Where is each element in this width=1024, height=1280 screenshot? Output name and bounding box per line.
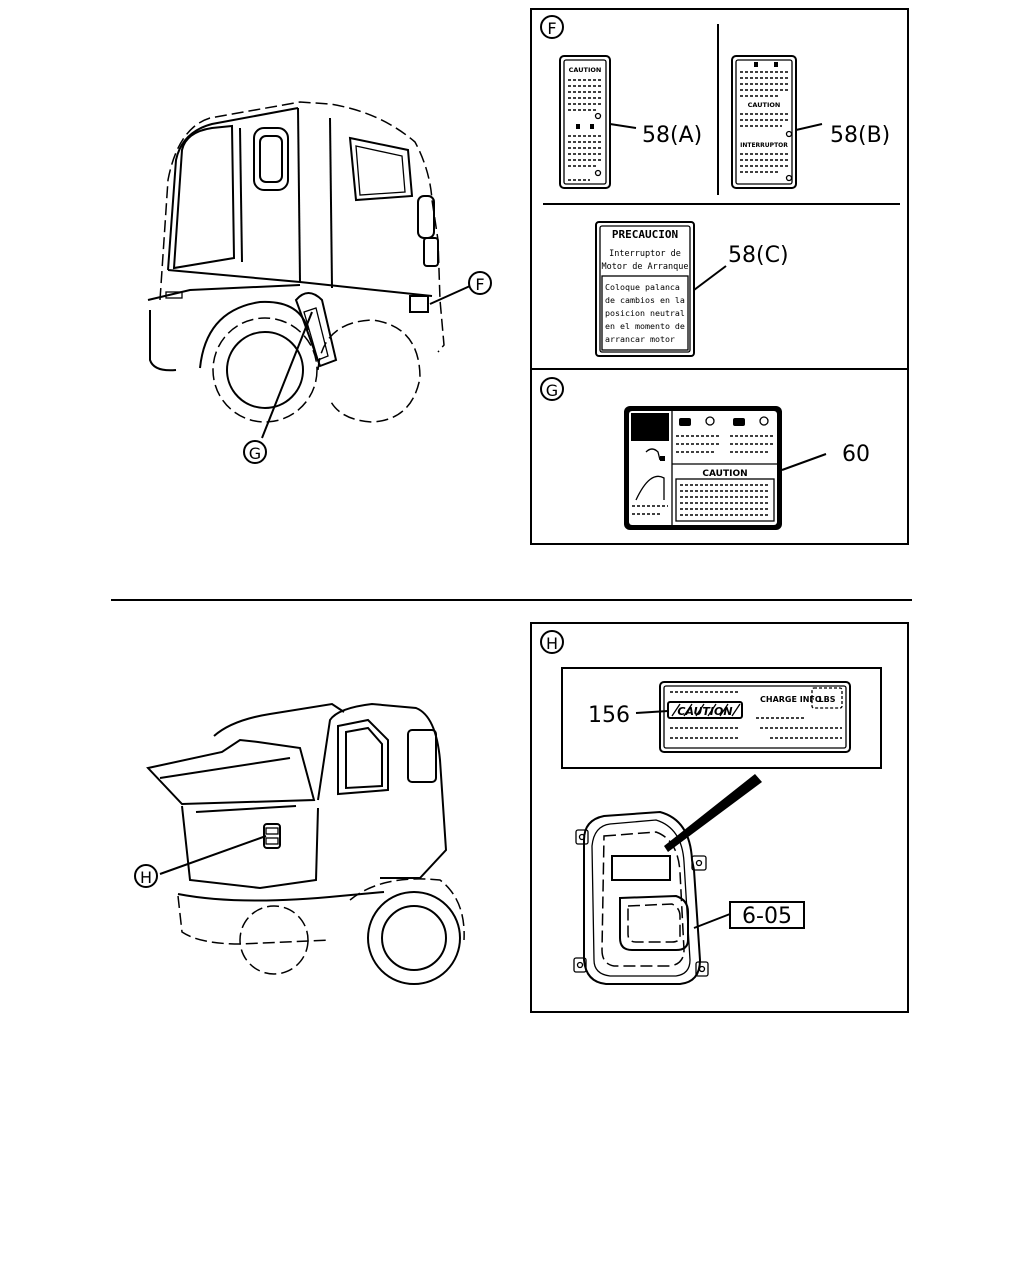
- callout-f-letter: F: [475, 275, 484, 294]
- label-58c: PRECAUCION Interruptor de Motor de Arran…: [595, 221, 695, 357]
- label-58b-heading-1: CAUTION: [748, 101, 781, 109]
- label-156-corner-text: LBS: [819, 695, 836, 704]
- panel-f-letter: F: [547, 19, 556, 38]
- panel-g-badge: G: [540, 377, 564, 401]
- label-60: CAUTION: [624, 406, 782, 530]
- panel-g-letter: G: [546, 381, 558, 400]
- panel-f-badge: F: [540, 15, 564, 39]
- label-58c-title: PRECAUCION: [612, 228, 678, 241]
- label-58c-body-line: de cambios en la: [605, 295, 685, 305]
- callout-g-letter: G: [249, 444, 261, 463]
- label-58a-heading: CAUTION: [569, 66, 602, 74]
- label-60-ref: 60: [842, 442, 870, 467]
- callout-h-letter: H: [140, 868, 152, 887]
- label-58c-body-line: Coloque palanca: [605, 282, 680, 292]
- detail-pointer: [664, 774, 762, 852]
- callout-h: H: [134, 864, 158, 888]
- label-156-heading: CAUTION: [677, 705, 732, 718]
- panel-h-letter: H: [546, 634, 558, 653]
- label-58a: CAUTION: [559, 55, 611, 189]
- panel-fg-frame: [530, 8, 909, 545]
- label-156-detail-box: [561, 667, 882, 769]
- label-58c-body-line: posicion neutral: [605, 308, 685, 318]
- part-ref-box: [729, 901, 805, 929]
- part-ref-6-05: 6-05: [742, 904, 792, 929]
- panel-h-badge: H: [540, 630, 564, 654]
- label-58a-ref: 58(A): [642, 123, 702, 148]
- label-58c-ref: 58(C): [728, 243, 789, 268]
- label-58c-subtitle-line: Motor de Arranque: [602, 262, 689, 272]
- label-58c-body-line: arrancar motor: [605, 334, 675, 344]
- label-58b-heading-2: INTERRUPTOR: [740, 142, 788, 149]
- panel-h-frame: [530, 622, 909, 1013]
- label-58c-body-line: en el momento de: [605, 321, 685, 331]
- callout-f: F: [468, 271, 492, 295]
- label-58b-ref: 58(B): [830, 123, 890, 148]
- label-156-side-text: CHARGE INFO: [760, 695, 822, 704]
- label-60-heading: CAUTION: [702, 469, 747, 479]
- label-58b: CAUTION INTERRUPTOR: [731, 55, 797, 189]
- callout-g: G: [243, 440, 267, 464]
- truck-tilted-cab-illustration: [146, 702, 465, 985]
- label-156-ref: 156: [588, 703, 630, 728]
- truck-rear-illustration: [147, 101, 471, 439]
- label-58c-subtitle-line: Interruptor de: [609, 249, 681, 259]
- cab-rear-panel: [573, 810, 709, 985]
- label-156: CAUTION CHARGE INFO LBS: [659, 681, 851, 753]
